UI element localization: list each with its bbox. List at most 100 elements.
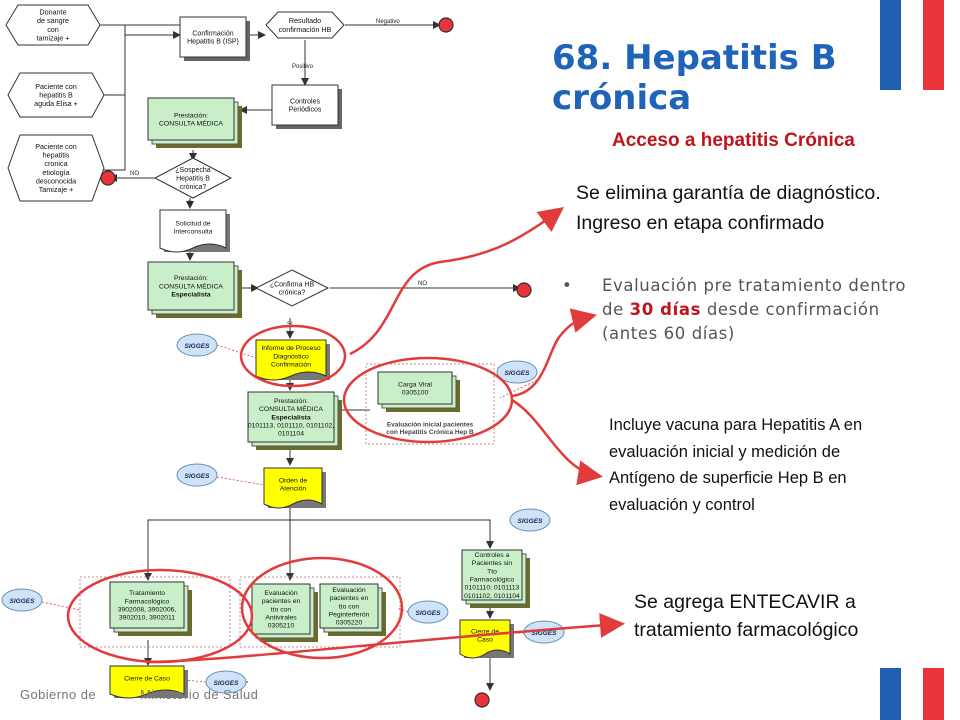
orden-node-line: Orden de (279, 477, 308, 484)
start-donante-node-line: tamizaje + (37, 33, 70, 42)
callout-entecavir: Se agrega ENTECAVIR a tratamiento farmac… (634, 591, 859, 641)
tratamiento-node (109, 581, 185, 629)
eval-inicial-group (365, 363, 495, 445)
controles-node-line: Controles (290, 98, 320, 105)
label-si-1: SI (187, 201, 193, 207)
controles-sin-node-line: Pacientes sin (472, 560, 513, 567)
eval-antivirales-node-line: tto con (271, 606, 292, 613)
eval-antivirales-node-line: pacientes en (262, 598, 301, 605)
highlight-evaluacion (240, 556, 404, 660)
confirmacion-node-line: Hepatitis B (ISP) (187, 39, 239, 46)
eval-group (239, 576, 401, 648)
callout-evaluacion-text-2: desde confirmación (antes 60 días) (602, 300, 880, 343)
arrow-to-evaluacion (511, 308, 597, 398)
start-donante-node-line: de sangre (37, 16, 69, 25)
sigges-4 (509, 508, 551, 532)
start-cronica-node-line: cronica (44, 159, 67, 168)
sigges-6-label: SIGGES (416, 610, 442, 617)
connector-to-controles-sin (290, 519, 494, 549)
end-node-sospecha (100, 170, 116, 186)
start-aguda-node-line: Paciente con (35, 82, 77, 91)
sospecha-decision-line: ¿Sospecha (175, 167, 211, 174)
highlight-informe (239, 324, 347, 388)
consulta-medica-node (147, 97, 235, 141)
eval-peginterferon-node-line: Peginterferón (329, 612, 370, 619)
sigges-7-label: SIGGES (532, 630, 558, 637)
cierre-caso-2-node (109, 665, 185, 699)
solicitud-node-line: Solicitud de (175, 220, 210, 227)
sigges-link-4 (41, 601, 81, 611)
consulta-especialista-codes-node (247, 391, 335, 443)
resultado-node (265, 11, 345, 39)
eval-inicial-label-line: Evaluación inicial pacientes (387, 421, 474, 428)
slide-title: 68. Hepatitis B crónica (552, 38, 837, 118)
consulta-especialista-codes-node-line: Prestación: (274, 398, 308, 405)
informe-node-line: Diagnóstico (273, 353, 309, 360)
end-node-confirma (516, 282, 532, 298)
eval-peginterferon-node-line: pacientes en (330, 595, 369, 602)
cierre-caso-1-node (459, 619, 511, 659)
orden-node (263, 467, 323, 509)
carga-viral-node-line: Carga Viral (398, 381, 432, 388)
consulta-medica-node-line: CONSULTA MÉDICA (159, 118, 223, 127)
eval-antivirales-node-line: 0305210 (268, 623, 295, 630)
tratamiento-node-line: Tratamiento (129, 590, 165, 597)
controles-node (271, 84, 339, 126)
label-no-2: NO (418, 281, 427, 287)
tratamiento-group (79, 576, 231, 648)
arrow-to-garantia (349, 207, 565, 356)
sigges-2 (496, 360, 538, 384)
eval-peginterferon-node (319, 583, 379, 629)
sigges-1 (176, 333, 218, 357)
callout-evaluacion: • Evaluación pre tratamiento dentro de 3… (562, 274, 912, 346)
arrow-to-vacuna (511, 398, 603, 486)
informe-node-line: Confirmación (271, 362, 311, 369)
cierre-caso-1-node-line: Caso (477, 636, 493, 643)
sigges-link-2 (499, 379, 538, 399)
confirmacion-node-line: Confirmación (192, 30, 233, 37)
start-cronica-node-line: hepatitis (43, 151, 70, 160)
sigges-8 (205, 670, 247, 694)
sigges-3-label: SIGGES (185, 473, 211, 480)
orden-node-line: Atención (280, 485, 307, 492)
confirma-decision-line: ¿Confirma HB (270, 281, 315, 288)
eval-antivirales-node-line: Antivirales (265, 615, 297, 622)
callout-evaluacion-highlight: 30 días (629, 300, 701, 319)
consulta-especialista-node-line: Especialista (171, 292, 211, 299)
start-cronica-node-line: desconocida (36, 176, 76, 185)
sigges-4-label: SIGGES (518, 518, 544, 525)
sigges-2-label: SIGGES (505, 370, 531, 377)
sigges-3 (176, 463, 218, 487)
sospecha-decision-line: crónica? (180, 184, 207, 191)
label-no-1: NO (130, 171, 139, 177)
start-aguda-node-line: hepatitis B (39, 91, 73, 100)
controles-sin-node-line: 0101102, 0101104 (464, 593, 520, 600)
consulta-medica-node-line: Prestación: (174, 112, 208, 119)
start-donante-node-line: Donante (39, 8, 66, 17)
chile-flag-bottom (880, 668, 944, 720)
arrow-to-entecavir (147, 612, 625, 664)
end-node-negativo (438, 17, 454, 33)
confirma-decision (254, 269, 330, 307)
start-cronica-node-line: Tamizaje + (39, 185, 74, 194)
sigges-1-label: SIGGES (185, 343, 211, 350)
start-aguda-node-line: aguda Elisa + (34, 99, 78, 108)
start-donante-node (5, 4, 101, 46)
consulta-especialista-node (147, 261, 235, 311)
label-negativo: Negativo (376, 19, 400, 25)
eval-peginterferon-node-line: 0305220 (336, 620, 363, 627)
sigges-link-1 (216, 344, 257, 359)
sigges-5-label: SIGGES (10, 598, 36, 605)
eval-peginterferon-node-line: Evaluación (332, 587, 365, 594)
tratamiento-node-line: Farmacológico (125, 598, 170, 605)
carga-viral-node-line: 0305100 (402, 389, 429, 396)
resultado-node-line: Resultado (289, 16, 321, 25)
connector-aguda (103, 25, 126, 96)
controles-sin-node (461, 549, 523, 601)
controles-sin-node-line: 0101110; 0101113 (465, 585, 520, 592)
consulta-especialista-node-line: Prestación: (174, 275, 208, 282)
consulta-especialista-codes-node-line: CONSULTA MÉDICA (259, 404, 323, 413)
sigges-5 (1, 588, 43, 612)
